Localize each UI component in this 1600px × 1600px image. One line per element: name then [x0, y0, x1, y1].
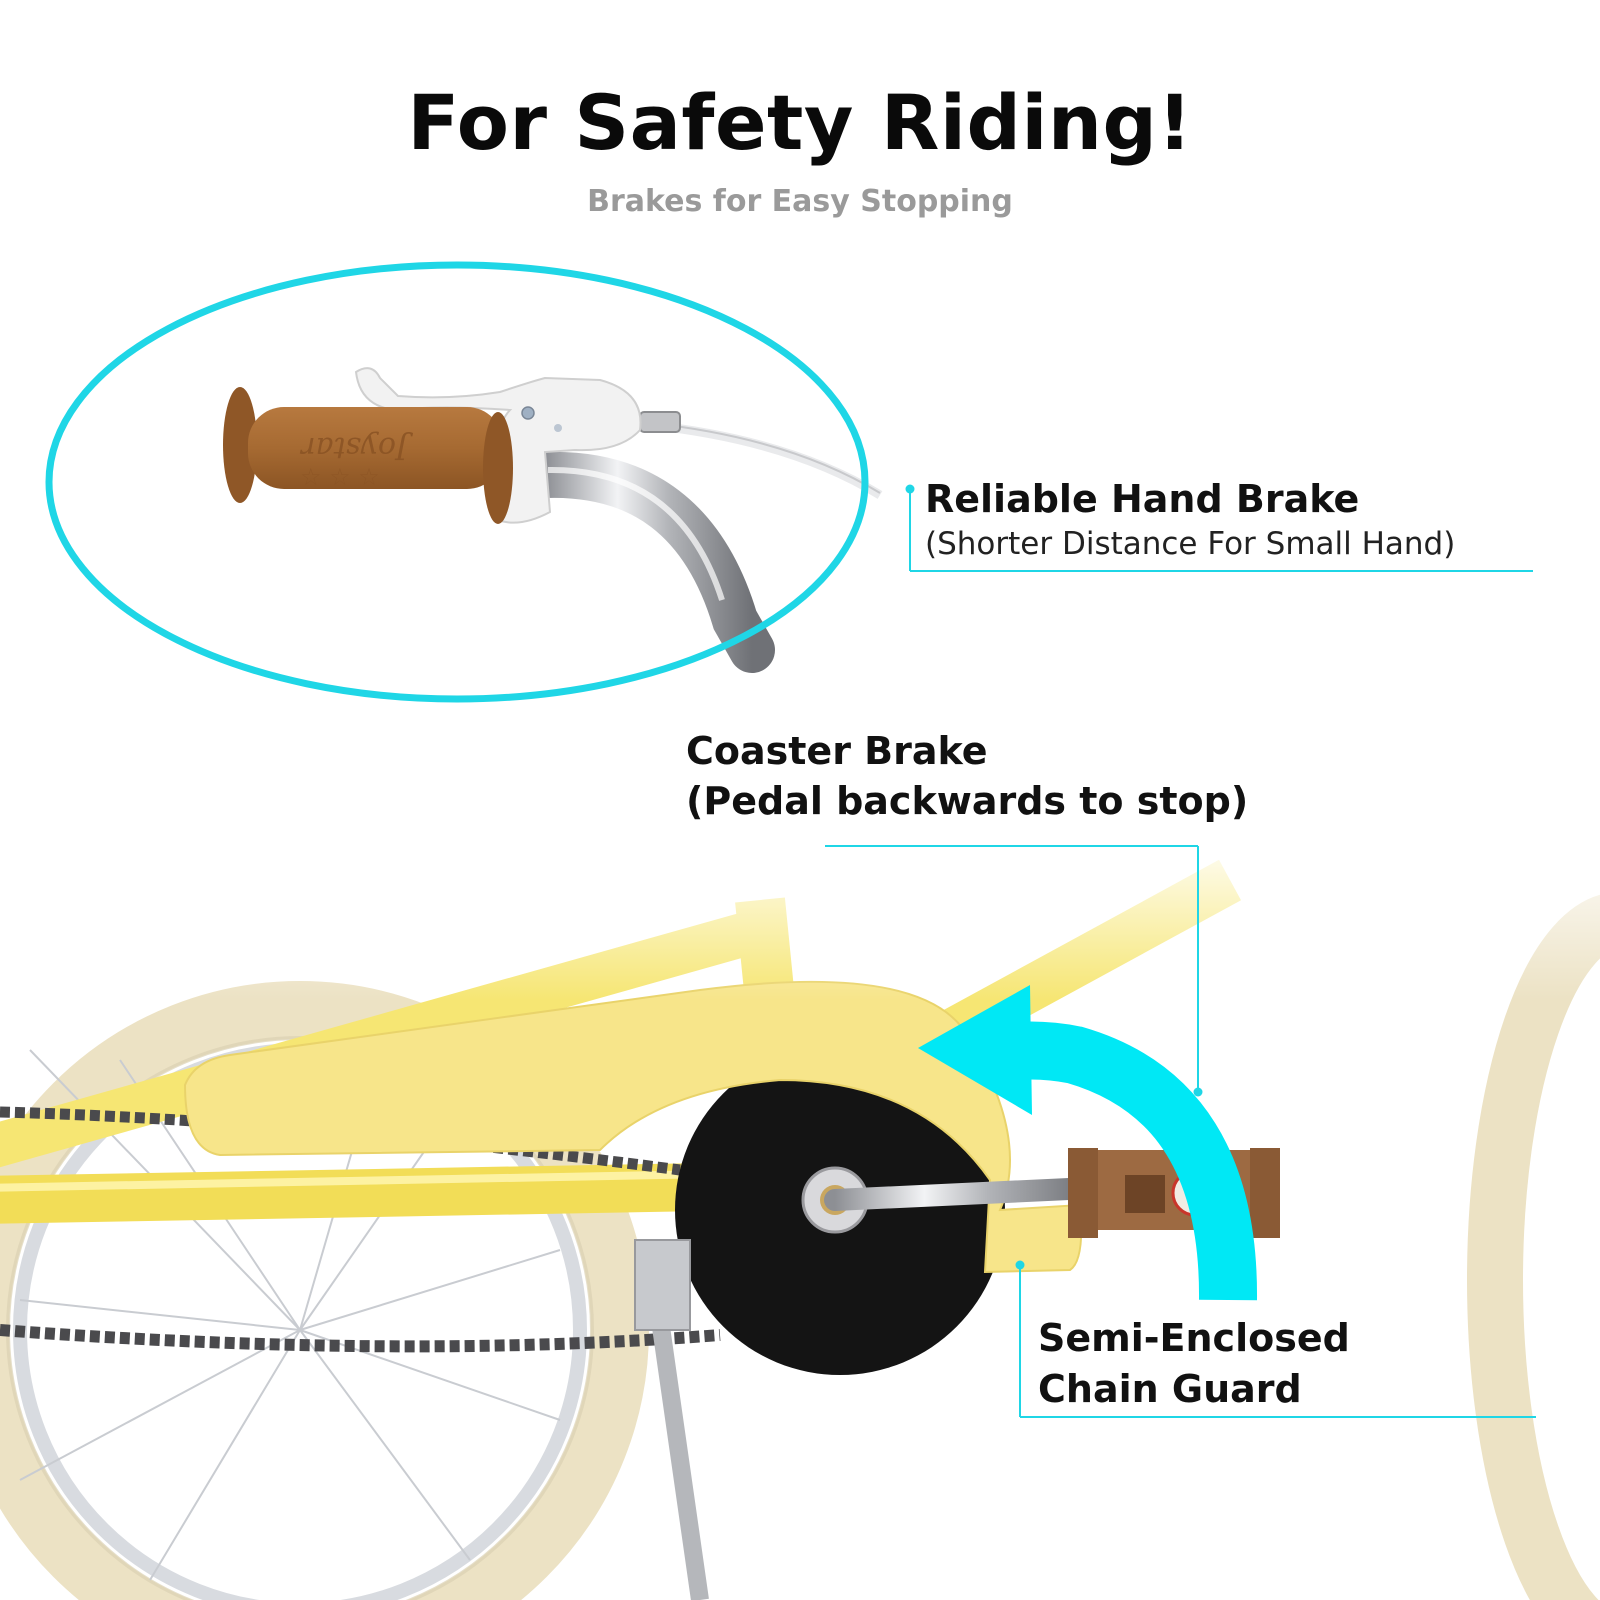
bike-drivetrain-scene [0, 820, 1600, 1600]
bike-chain [0, 1324, 721, 1353]
chain-guard-title-line1: Semi-Enclosed [1038, 1316, 1350, 1360]
pedal-backwards-arrow [918, 985, 1258, 1301]
page-title: For Safety Riding! [407, 78, 1193, 167]
svg-text:☆ ☆ ☆: ☆ ☆ ☆ [300, 463, 380, 491]
crank-arm [824, 1177, 1101, 1211]
grip-end-flange [223, 387, 257, 503]
hand-brake-subtitle: (Shorter Distance For Small Hand) [925, 526, 1456, 562]
chain-guard-title-line2: Chain Guard [1038, 1367, 1302, 1411]
closeup-highlight-ellipse [45, 261, 869, 703]
front-tire [1467, 894, 1600, 1600]
hand-brake-title: Reliable Hand Brake [925, 477, 1360, 521]
handlebar-grip [248, 407, 503, 489]
rear-tire [0, 981, 649, 1600]
grip-logo: Joystar [300, 430, 414, 465]
leader-lines [825, 484, 1536, 1418]
coaster-brake-subtitle: (Pedal backwards to stop) [686, 779, 1249, 823]
coaster-brake-title: Coaster Brake [686, 729, 988, 773]
page-subtitle: Brakes for Easy Stopping [587, 184, 1013, 219]
cable-ferrule [639, 411, 681, 433]
hand-brake-closeup: Joystar ☆ ☆ ☆ [45, 261, 883, 703]
